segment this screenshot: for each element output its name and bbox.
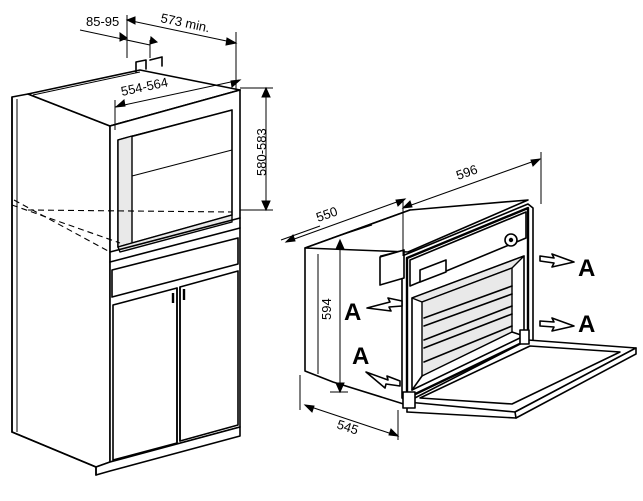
dim-596-label: 596	[454, 162, 479, 183]
dim-580-583-label: 580-583	[254, 128, 269, 176]
oven-dimensions	[280, 152, 542, 440]
callout-a-right-bottom: A	[578, 311, 595, 338]
dim-550-label: 550	[314, 204, 339, 225]
callout-a-right-top: A	[578, 255, 595, 282]
vent-arrows	[365, 253, 575, 389]
cabinet	[11, 56, 241, 476]
dim-545-label: 545	[335, 417, 360, 438]
callout-a-left-top: A	[344, 299, 361, 326]
oven	[304, 199, 637, 419]
dim-85-95-label: 85-95	[86, 14, 119, 29]
dim-594-label: 594	[319, 298, 334, 320]
cabinet-dimensions	[79, 15, 273, 212]
callout-a-left-bottom: A	[352, 343, 369, 370]
dim-573-label: 573 min.	[159, 10, 211, 35]
